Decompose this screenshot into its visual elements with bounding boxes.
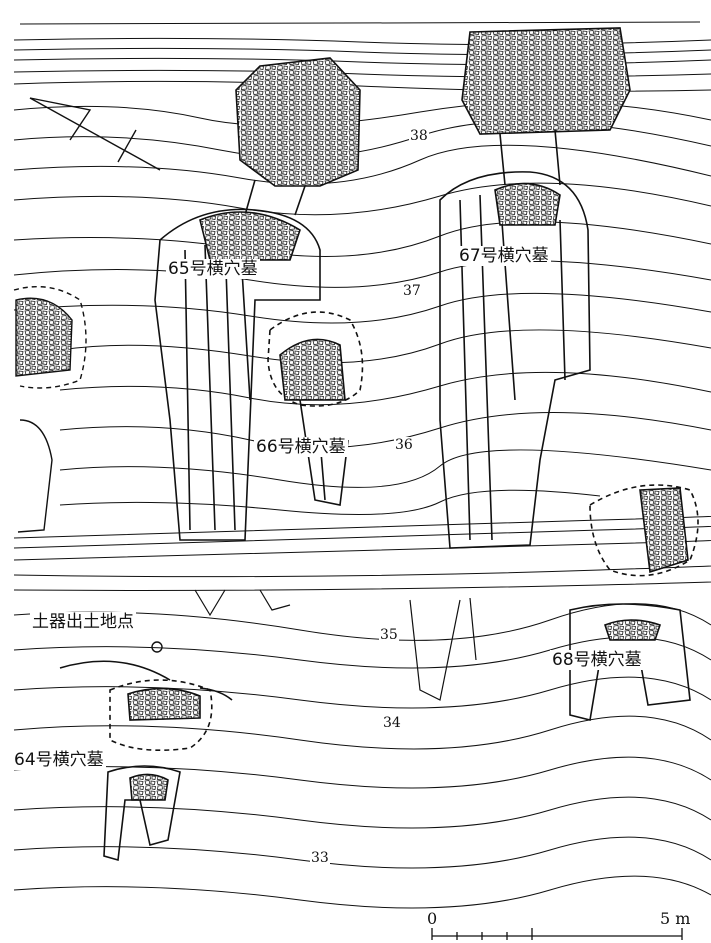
label-tomb-65: 65号横穴墓: [166, 259, 260, 279]
scale-start-label: 0: [427, 909, 438, 928]
north-arrow-icon: [29, 97, 161, 171]
contour-label-35: 35: [379, 627, 399, 643]
find-spot-marker: [151, 641, 163, 653]
label-tomb-67: 67号横穴墓: [457, 246, 551, 266]
tomb-64: [59, 660, 233, 862]
contour-label-34: 34: [382, 715, 402, 731]
label-find-spot: 土器出土地点: [30, 612, 136, 632]
contour-label-36: 36: [394, 437, 414, 453]
contour-label-38: 38: [409, 128, 429, 144]
contour-label-37: 37: [402, 283, 422, 299]
contour-lines: [13, 101, 711, 909]
label-tomb-64: 64号横穴墓: [12, 750, 106, 770]
label-tomb-68: 68号横穴墓: [550, 650, 644, 670]
tomb-67: [439, 27, 631, 549]
middle-road: [13, 505, 711, 591]
contour-label-33: 33: [310, 850, 330, 866]
tomb-left-partial: [13, 285, 87, 533]
cliff-features: [194, 589, 477, 701]
tomb-65: [154, 57, 361, 541]
scale-bar: [431, 928, 683, 940]
scale-end-label: 5 m: [660, 909, 691, 928]
label-tomb-66: 66号横穴墓: [254, 437, 348, 457]
tomb-66: [267, 311, 364, 506]
